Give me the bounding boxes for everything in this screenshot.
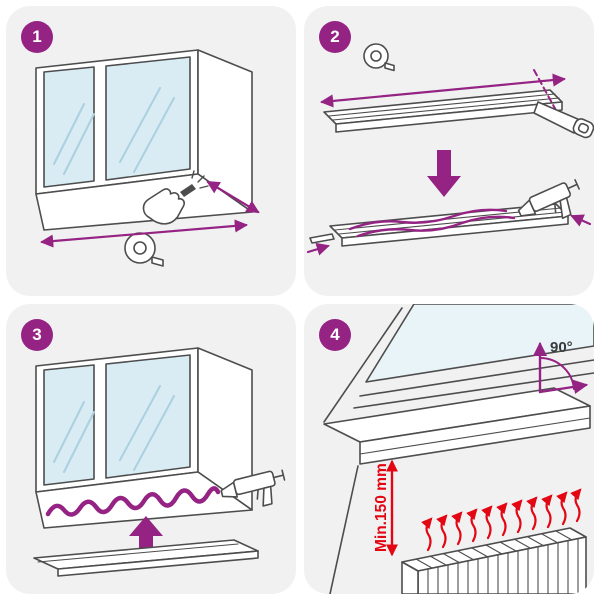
step-number: 4 — [330, 325, 340, 344]
caulk-gun-icon — [517, 179, 580, 220]
heat-arrows — [421, 488, 582, 552]
window-with-sill — [35, 49, 253, 231]
installed-sill — [323, 387, 591, 465]
window-with-sill — [35, 347, 253, 529]
adhesive-beads — [348, 208, 516, 238]
up-arrow — [129, 516, 163, 552]
panel-step-4: 4 — [304, 304, 594, 594]
tape-measure-icon — [124, 232, 164, 267]
angle-label: 90° — [550, 339, 573, 356]
tape-measure-icon — [363, 43, 395, 72]
panel-2-illustration — [306, 43, 594, 256]
adhesive-bead — [45, 486, 221, 517]
cut-line — [533, 69, 559, 115]
radiator-slats — [427, 538, 579, 594]
panel-step-2: 2 — [304, 6, 594, 296]
step-number: 2 — [330, 27, 340, 46]
wall-corner-line — [323, 307, 403, 423]
min-height-label: Min.150 mm — [373, 463, 390, 552]
right-angle-arrows — [532, 341, 589, 394]
dimension-arrows — [40, 180, 260, 248]
step-number-badge: 1 — [21, 21, 53, 53]
step-number: 3 — [32, 325, 42, 344]
panel-step-1: 1 — [6, 6, 296, 296]
glass-reflections — [53, 385, 175, 473]
width-dimension-arrow — [40, 219, 248, 248]
window-cross-section — [353, 304, 594, 409]
radiator — [401, 527, 587, 594]
radiator-grill-lines — [415, 530, 573, 569]
marker-tool-icon — [180, 184, 196, 197]
hand-saw-icon — [533, 101, 594, 139]
down-arrow — [427, 150, 461, 197]
fit-arrows — [306, 214, 592, 256]
end-cap — [309, 233, 335, 244]
panel-step-3: 3 — [6, 304, 296, 594]
sill-board — [33, 539, 259, 577]
glass-reflections — [53, 87, 175, 175]
sill-board-top — [323, 89, 563, 133]
step-number: 1 — [32, 27, 42, 46]
step-number-badge: 4 — [319, 319, 351, 351]
wall-below-line — [329, 465, 359, 594]
depth-dimension-arrow — [206, 180, 260, 214]
panel-1-illustration — [35, 49, 260, 267]
step-number-badge: 2 — [319, 21, 351, 53]
length-dimension-arrow — [320, 73, 566, 108]
panel-3-illustration — [33, 347, 286, 577]
panel-4-illustration: 90° Min.150 mm — [323, 304, 594, 594]
step-number-badge: 3 — [21, 319, 53, 351]
caulk-gun-icon — [220, 469, 286, 507]
